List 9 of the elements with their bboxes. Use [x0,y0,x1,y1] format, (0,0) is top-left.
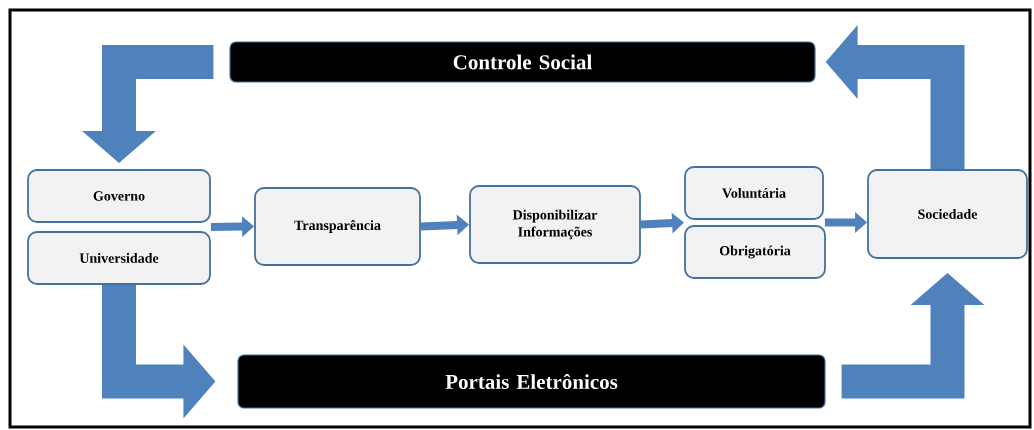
process-box: Universidade [27,231,211,285]
process-box: Obrigatória [684,225,826,279]
process-box: Disponibilizar Informações [469,185,641,264]
banner: Portais Eletrônicos [237,354,826,409]
banner: Controle Social [229,41,816,83]
process-box: Governo [27,169,211,223]
process-box: Voluntária [684,166,824,220]
process-box: Sociedade [867,169,1028,259]
process-box: Transparência [254,187,421,266]
